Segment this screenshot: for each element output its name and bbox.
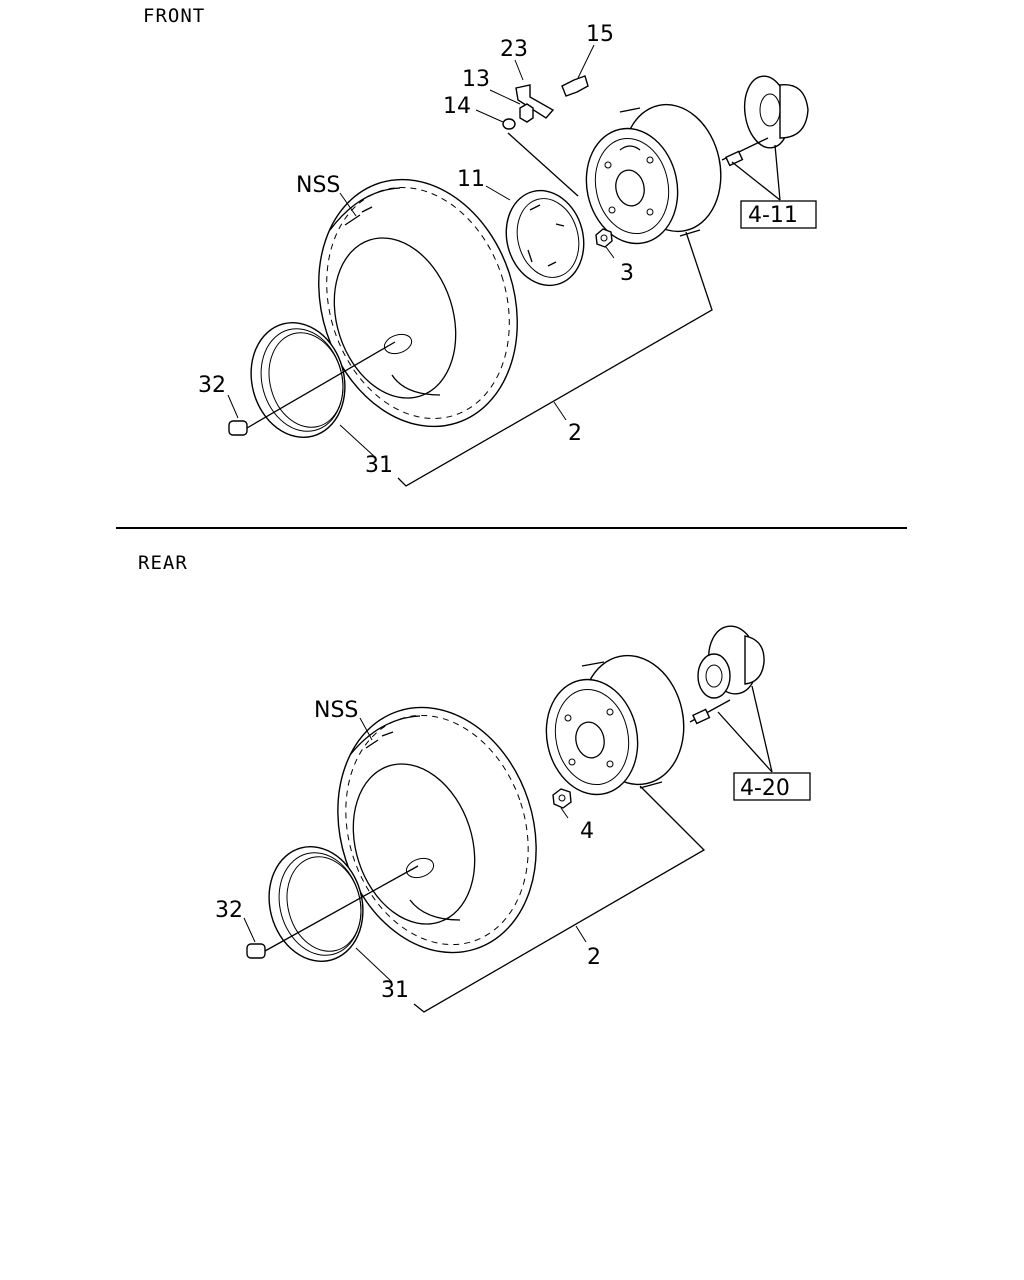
rear-ref-box <box>733 772 811 801</box>
front-wheel-disc <box>585 103 722 245</box>
front-label-2: 2 <box>568 421 582 446</box>
front-label-11: 11 <box>457 167 485 192</box>
front-hub <box>721 75 809 167</box>
rear-ref-label: 4-20 <box>740 776 790 801</box>
front-rim-ring <box>250 322 346 438</box>
front-label-nss: NSS <box>296 173 340 198</box>
front-leaders <box>227 44 781 487</box>
front-wheel-nut <box>595 228 613 248</box>
front-ref-label: 4-11 <box>748 203 798 228</box>
front-hub-cap <box>505 189 585 287</box>
rear-hub <box>689 625 765 725</box>
front-label-31: 31 <box>365 453 393 478</box>
front-small-parts <box>502 75 589 130</box>
front-label-32: 32 <box>198 373 226 398</box>
rear-label-2: 2 <box>587 945 601 970</box>
front-wheel-cap <box>228 341 396 436</box>
rear-wheel-nut <box>552 788 572 809</box>
front-label-3: 3 <box>620 261 634 286</box>
front-label-15: 15 <box>586 22 614 47</box>
rear-label-32: 32 <box>215 898 243 923</box>
front-title: FRONT <box>143 5 205 27</box>
front-label-23: 23 <box>500 37 528 62</box>
rear-tire <box>337 706 537 954</box>
front-section: FRONT <box>143 5 817 487</box>
rear-title: REAR <box>138 552 188 574</box>
rear-label-4: 4 <box>580 819 594 844</box>
rear-section: REAR <box>138 552 811 1013</box>
rear-leaders <box>243 685 773 1013</box>
rear-label-nss: NSS <box>314 698 358 723</box>
front-tire <box>318 178 518 428</box>
rear-wheel-cap <box>246 865 419 959</box>
rear-label-31: 31 <box>381 978 409 1003</box>
front-label-14: 14 <box>443 94 471 119</box>
front-label-13: 13 <box>462 67 490 92</box>
rear-wheel-disc <box>545 654 685 796</box>
rear-rim-ring <box>268 846 364 962</box>
front-ref-box <box>740 200 817 229</box>
